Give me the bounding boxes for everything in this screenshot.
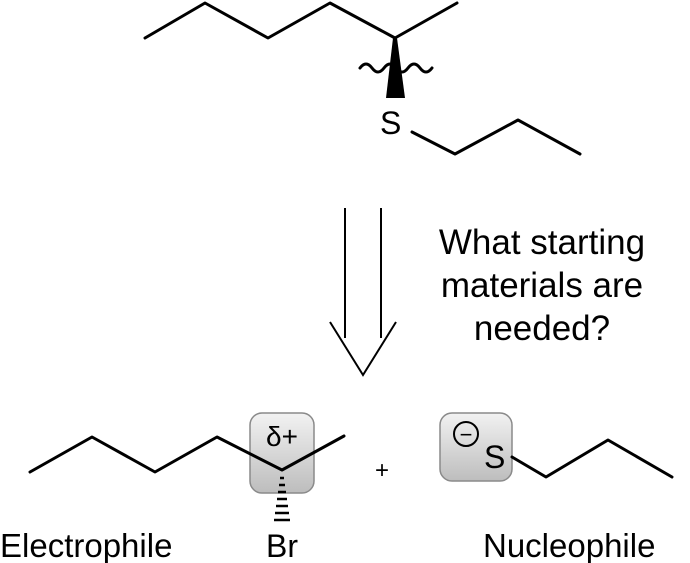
electrophile-molecule: δ+ Br Electrophile xyxy=(0,412,346,563)
question-line-2: materials are xyxy=(441,266,643,305)
nucleophile-highlight-box xyxy=(439,412,513,482)
negative-charge-icon xyxy=(453,421,479,447)
question-line-1: What starting xyxy=(439,223,645,262)
retrosynthesis-arrow xyxy=(329,208,397,377)
electrophile-carbon-chain xyxy=(28,434,346,474)
electrophile-partial-charge: δ+ xyxy=(266,421,298,452)
target-propyl-chain xyxy=(410,118,582,156)
target-carbon-chain xyxy=(143,1,459,40)
electrophile-leaving-group: Br xyxy=(266,528,298,563)
question-line-3: needed? xyxy=(474,309,610,348)
nucleophile-molecule: − S Nucleophile xyxy=(439,412,674,563)
nucleophile-propyl-chain xyxy=(510,438,674,479)
target-molecule: S xyxy=(143,1,582,156)
nucleophile-sulfur-label: S xyxy=(484,439,505,475)
negative-charge-symbol: − xyxy=(460,422,473,447)
disconnection-squiggle xyxy=(358,62,434,74)
electrophile-caption: Electrophile xyxy=(0,527,172,563)
nucleophile-caption: Nucleophile xyxy=(483,527,655,563)
target-sulfur-label: S xyxy=(380,105,401,141)
plus-sign: + xyxy=(375,457,389,484)
electrophile-hashed-bond xyxy=(274,476,290,522)
question-text: What starting materials are needed? xyxy=(439,223,645,348)
